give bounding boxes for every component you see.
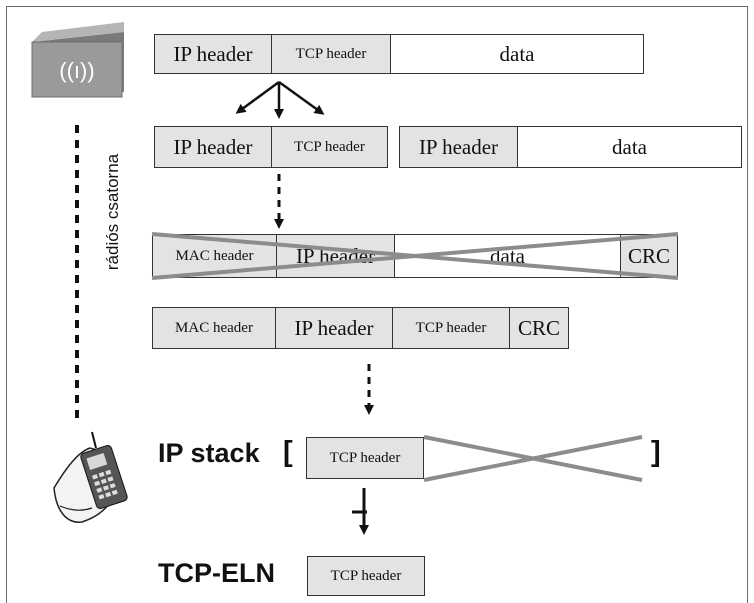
tcp-eln-tcp-header: TCP header <box>307 556 425 596</box>
ip-stack-close-bracket: ] <box>651 436 661 468</box>
row3-ip-header: IP header <box>276 234 395 278</box>
row1-ip-header: IP header <box>154 34 272 74</box>
row1-data: data <box>390 34 644 74</box>
row1-tcp-header: TCP header <box>271 34 391 74</box>
row2-tcp-header: TCP header <box>271 126 388 168</box>
ip-stack-open-bracket: [ <box>283 436 293 468</box>
row3-mac-header: MAC header <box>152 234 277 278</box>
row3-data: data <box>394 234 621 278</box>
row2-ip-header: IP header <box>154 126 272 168</box>
row2-data: data <box>517 126 742 168</box>
radio-channel-label: rádiós csatorna <box>103 153 122 271</box>
ip-stack-tcp-header: TCP header <box>306 437 424 479</box>
tcp-eln-label: TCP-ELN <box>158 558 275 588</box>
row4-crc: CRC <box>509 307 569 349</box>
row4-ip-header: IP header <box>275 307 393 349</box>
diagram-frame <box>6 6 748 603</box>
row4-tcp-header: TCP header <box>392 307 510 349</box>
row2-ip-header-fragment: IP header <box>399 126 518 168</box>
ip-stack-label: IP stack <box>158 438 260 468</box>
row4-mac-header: MAC header <box>152 307 276 349</box>
row3-crc: CRC <box>620 234 678 278</box>
